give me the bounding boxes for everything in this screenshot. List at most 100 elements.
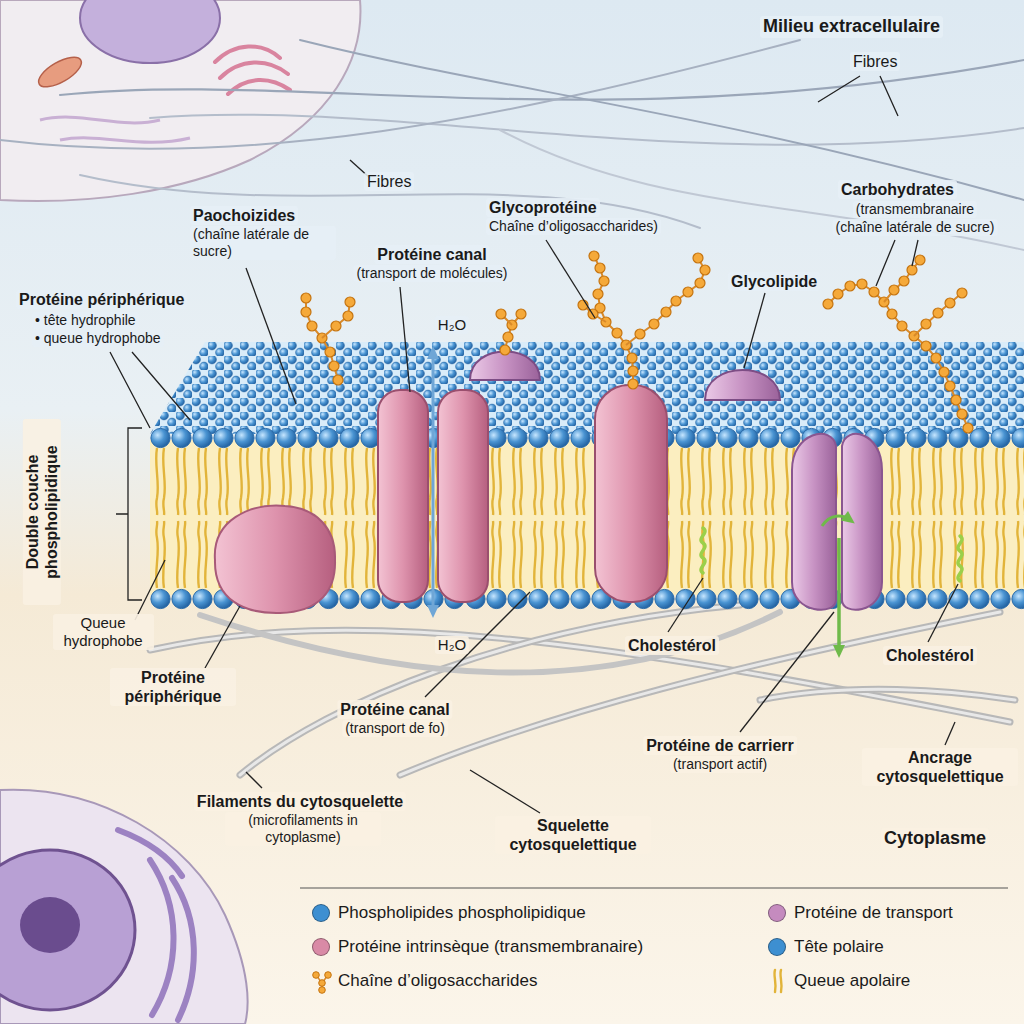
cholesterol bbox=[958, 536, 962, 581]
part-note: (chaîne latérale de sucre) bbox=[190, 226, 336, 260]
glycolipid bbox=[470, 352, 540, 381]
sugar-chain bbox=[322, 302, 350, 338]
part-label: Ancrage cytosquelettique bbox=[862, 748, 1018, 786]
part-note: • queue hydrophobe bbox=[32, 330, 164, 347]
part-note: (microfilaments in cytoplasme) bbox=[225, 812, 381, 846]
sugar-chain bbox=[884, 260, 920, 302]
leader-line bbox=[546, 240, 595, 318]
legend-icon bbox=[768, 968, 788, 994]
part-note: (transport actif) bbox=[670, 756, 770, 773]
glycolipid bbox=[705, 370, 780, 400]
legend-text: Tête polaire bbox=[794, 937, 884, 957]
legend-text: Protéine intrinsèque (transmembranaire) bbox=[338, 937, 643, 957]
head-row bbox=[150, 427, 1024, 449]
legend-text: Phospholipides phospholipidique bbox=[338, 903, 586, 923]
part-label: Cholestérol bbox=[883, 646, 977, 665]
cholesterol bbox=[701, 528, 705, 573]
filament bbox=[760, 689, 1015, 700]
legend-swatch bbox=[768, 904, 786, 922]
membrane-surface bbox=[150, 342, 1024, 434]
sugar-chain bbox=[626, 258, 705, 345]
glycoprotein bbox=[595, 385, 667, 602]
sugar-chain bbox=[828, 284, 968, 428]
leader-line bbox=[744, 293, 765, 368]
leader-line bbox=[400, 287, 410, 392]
sugar-bead bbox=[319, 980, 326, 987]
fibre bbox=[0, 40, 800, 149]
transport-arrow bbox=[837, 538, 841, 652]
transport-arrow bbox=[822, 516, 850, 526]
sugar-bead bbox=[319, 987, 326, 994]
molecule-label: H₂O bbox=[435, 316, 469, 334]
part-label: Protéine canal bbox=[337, 700, 452, 719]
part-label: Queue hydrophobe bbox=[53, 614, 154, 650]
part-note: (transport de molécules) bbox=[354, 265, 511, 282]
tail-icon bbox=[774, 970, 781, 992]
region-label: Cytoplasme bbox=[881, 828, 989, 850]
legend-swatch bbox=[312, 904, 330, 922]
er-sketch bbox=[40, 117, 190, 142]
mitochondrion bbox=[34, 51, 86, 92]
legend-icon bbox=[312, 968, 332, 994]
filament bbox=[760, 689, 1015, 700]
part-label: Squelette cytosquelettique bbox=[495, 816, 651, 854]
leader-line bbox=[425, 592, 530, 697]
part-label: Fibres bbox=[364, 172, 414, 191]
fibre bbox=[150, 115, 1024, 145]
bracket-label: Double couche phospholipidique bbox=[23, 419, 61, 605]
nucleus bbox=[0, 850, 135, 1010]
molecule-label: H₂O bbox=[435, 636, 469, 654]
leader-lines bbox=[110, 76, 958, 813]
carrier-protein bbox=[842, 434, 882, 610]
leader-line bbox=[470, 770, 540, 813]
part-label: Fibres bbox=[850, 52, 900, 71]
part-label: Protéine canal bbox=[374, 245, 489, 264]
part-label: Cholestérol bbox=[625, 636, 719, 655]
leader-line bbox=[740, 612, 834, 732]
carrier-protein bbox=[792, 434, 836, 610]
golgi bbox=[215, 46, 290, 94]
filament bbox=[200, 612, 780, 673]
legend-item: Tête polaire bbox=[768, 934, 884, 960]
part-note: (transmembranaire bbox=[853, 201, 977, 218]
legend-item: Protéine de transport bbox=[768, 900, 953, 926]
leader-line bbox=[818, 76, 898, 116]
fibre bbox=[300, 40, 1024, 200]
legend-item: Queue apolaire bbox=[768, 968, 910, 994]
part-note: (chaîne latérale de sucre) bbox=[833, 219, 998, 236]
leader-line bbox=[205, 606, 240, 668]
leader-line bbox=[928, 584, 958, 642]
part-note: Chaîne d’oligosaccharides) bbox=[486, 218, 661, 235]
nucleus bbox=[80, 0, 220, 63]
part-label: Protéine périphérique bbox=[110, 668, 236, 706]
sugar-chain bbox=[914, 293, 962, 336]
legend-rule bbox=[300, 887, 1008, 888]
peripheral-protein bbox=[215, 506, 335, 613]
sugar-chain bbox=[501, 314, 512, 325]
fibres bbox=[0, 40, 1024, 250]
leader-line bbox=[668, 578, 703, 632]
sugar-bead bbox=[325, 972, 332, 979]
leader-line bbox=[135, 560, 165, 620]
legend-swatch bbox=[312, 938, 330, 956]
part-label: Filaments du cytosquelette bbox=[194, 792, 406, 811]
part-label: Protéine de carrierr bbox=[643, 736, 797, 755]
part-note: (transport de fo) bbox=[342, 720, 448, 737]
nucleolus bbox=[20, 897, 80, 953]
sugar-chain bbox=[594, 256, 633, 384]
part-label: Paochoizides bbox=[190, 206, 298, 225]
bilayer-bracket bbox=[116, 428, 142, 600]
legend-text: Chaîne d’oligosaccharides bbox=[338, 971, 537, 991]
part-label: Glycoprotéine bbox=[486, 198, 600, 217]
region-label: Milieu extracellulaire bbox=[760, 16, 943, 38]
legend-text: Protéine de transport bbox=[794, 903, 953, 923]
membrane-surface bbox=[150, 342, 1024, 434]
part-label: Protéine périphérique bbox=[16, 290, 187, 309]
legend-swatch bbox=[768, 938, 786, 956]
legend-item: Protéine intrinsèque (transmembranaire) bbox=[312, 934, 643, 960]
channel-protein bbox=[378, 390, 428, 602]
part-label: Glycolipide bbox=[728, 272, 820, 291]
legend-text: Queue apolaire bbox=[794, 971, 910, 991]
